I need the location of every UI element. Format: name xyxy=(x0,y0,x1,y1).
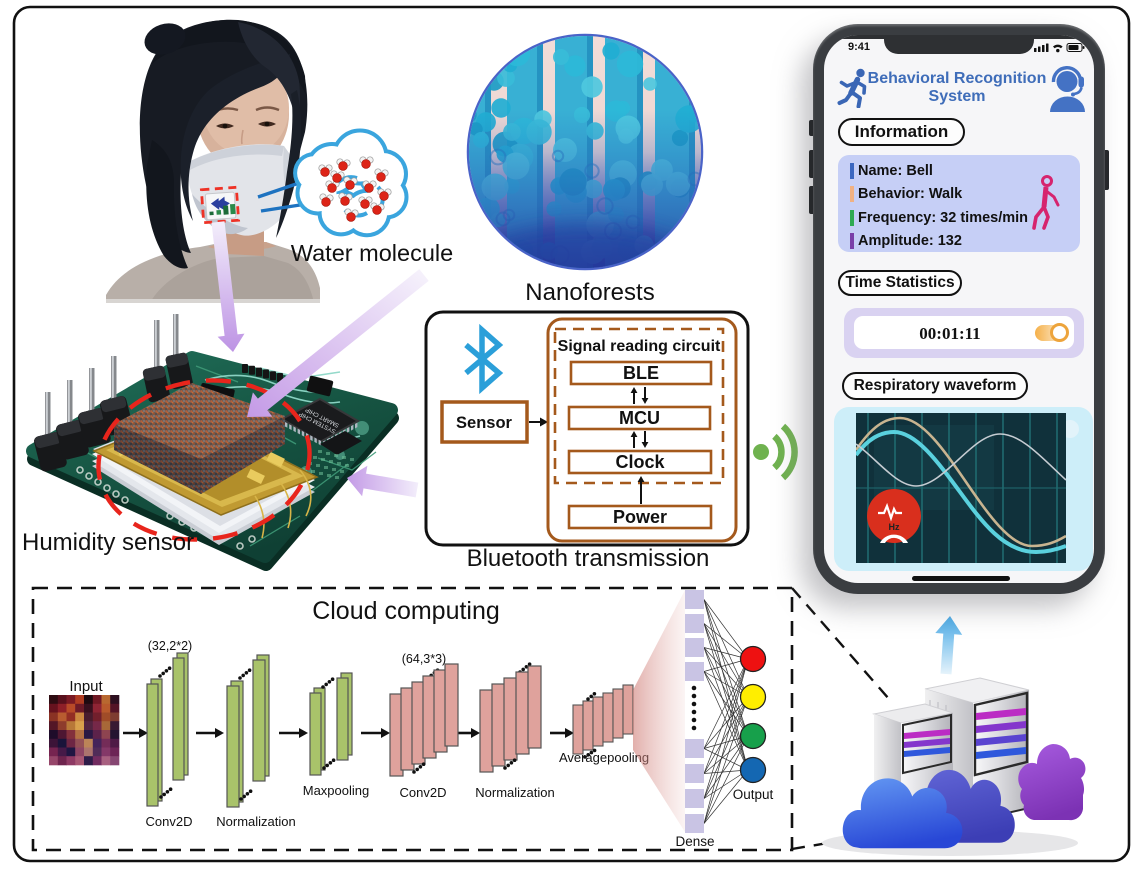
svg-text:(64,3*3): (64,3*3) xyxy=(402,652,446,666)
svg-text:Water molecule: Water molecule xyxy=(291,240,453,266)
svg-text:Humidity sensor: Humidity sensor xyxy=(22,529,194,556)
svg-text:Bluetooth transmission: Bluetooth transmission xyxy=(467,545,710,572)
svg-text:Dense: Dense xyxy=(675,834,714,849)
svg-text:Sensor: Sensor xyxy=(456,414,513,432)
svg-text:Normalization: Normalization xyxy=(475,785,554,800)
svg-text:MCU: MCU xyxy=(619,408,660,428)
svg-text:Averagepooling: Averagepooling xyxy=(559,750,649,765)
svg-text:Signal reading circuit: Signal reading circuit xyxy=(558,338,721,355)
svg-text:BLE: BLE xyxy=(623,363,659,383)
svg-text:Power: Power xyxy=(613,507,667,527)
svg-text:Input: Input xyxy=(69,678,103,695)
svg-text:Cloud computing: Cloud computing xyxy=(312,597,500,625)
svg-text:Clock: Clock xyxy=(615,452,665,472)
svg-text:Normalization: Normalization xyxy=(216,814,295,829)
svg-text:Output: Output xyxy=(733,787,774,802)
svg-text:Conv2D: Conv2D xyxy=(400,785,447,800)
svg-text:(32,2*2): (32,2*2) xyxy=(148,639,192,653)
svg-text:Nanoforests: Nanoforests xyxy=(525,279,654,306)
svg-text:Conv2D: Conv2D xyxy=(146,814,193,829)
svg-text:Hz: Hz xyxy=(889,522,900,532)
svg-text:Maxpooling: Maxpooling xyxy=(303,783,370,798)
